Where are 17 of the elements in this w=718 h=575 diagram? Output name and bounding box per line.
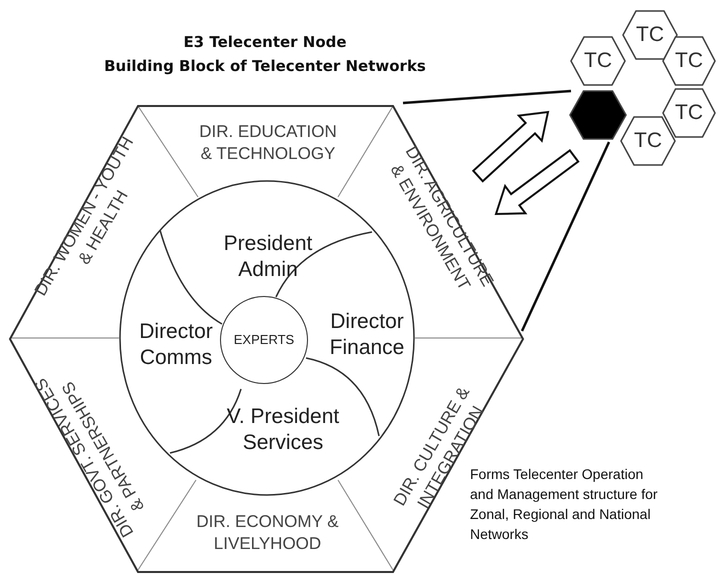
connector-line [402, 90, 572, 104]
telecenter-hexagon: TC [662, 88, 716, 138]
block-arrow [494, 149, 580, 216]
block-arrow [472, 110, 550, 183]
role-label: V. President Services [205, 402, 361, 458]
role-label: Director Finance [321, 307, 413, 363]
telecenter-hexagon: TC [662, 36, 716, 86]
directorate-label: DIR. ECONOMY & LIVELYHOOD [195, 509, 340, 557]
diagram-title: E3 Telecenter Node [183, 32, 347, 53]
filled-hexagon [569, 90, 627, 140]
role-label: Director Comms [130, 317, 222, 373]
directorate-label: DIR. EDUCATION & TECHNOLOGY [193, 119, 343, 167]
diagram-subtitle: Building Block of Telecenter Networks [104, 56, 426, 77]
telecenter-hexagon: TC [570, 36, 626, 86]
telecenter-hexagon: TC [620, 116, 676, 166]
role-label: President Admin [198, 227, 338, 287]
connector-line [520, 141, 610, 332]
